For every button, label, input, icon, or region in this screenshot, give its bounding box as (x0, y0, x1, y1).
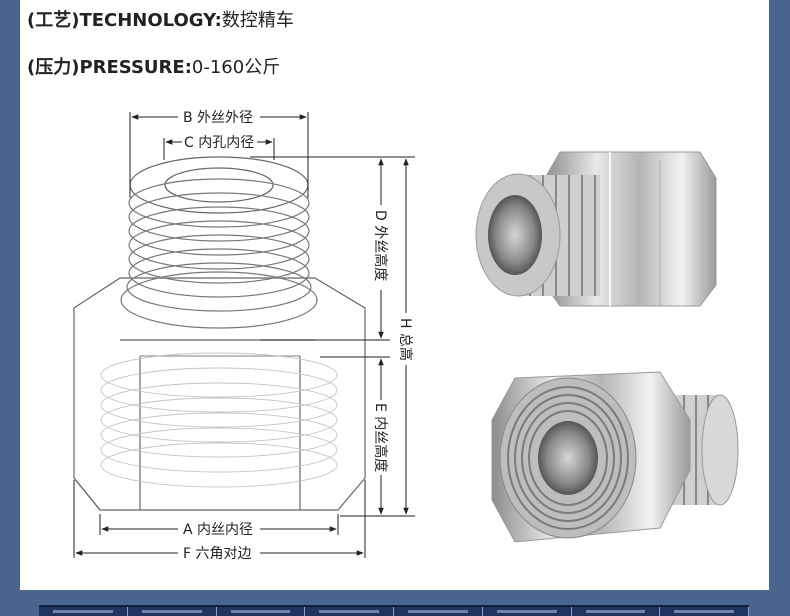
pressure-spec: (压力)PRESSURE:0-160公斤 (27, 53, 280, 79)
table-header-cell (572, 607, 661, 616)
table-header-cell (483, 607, 572, 616)
dim-label-a: A 内丝内径 (183, 522, 253, 538)
technology-spec: (工艺)TECHNOLOGY:数控精车 (27, 6, 294, 32)
table-header-cell (128, 607, 217, 616)
product-photo-female-end (491, 371, 739, 543)
table-header-cell (217, 607, 306, 616)
pressure-label: (压力)PRESSURE: (27, 57, 192, 78)
dim-label-e: E 内丝高度 (372, 403, 389, 472)
product-photo-male-end (475, 151, 717, 307)
dimension-lines (73, 112, 415, 558)
dim-label-f: F 六角对边 (183, 546, 252, 562)
dim-label-c: C 内孔内径 (184, 135, 254, 151)
dim-label-h: H 总高 (397, 318, 414, 361)
technology-label: (工艺)TECHNOLOGY: (27, 10, 222, 31)
technology-value: 数控精车 (221, 10, 294, 31)
table-header-cell (39, 607, 128, 616)
dim-label-d: D 外丝高度 (372, 210, 389, 281)
spec-table-header (39, 605, 749, 616)
pressure-value: 0-160公斤 (191, 57, 281, 78)
table-header-cell (394, 607, 483, 616)
dim-label-b: B 外丝外径 (183, 110, 253, 126)
table-header-cell (305, 607, 394, 616)
technical-drawing (73, 156, 366, 511)
table-header-cell (660, 607, 749, 616)
